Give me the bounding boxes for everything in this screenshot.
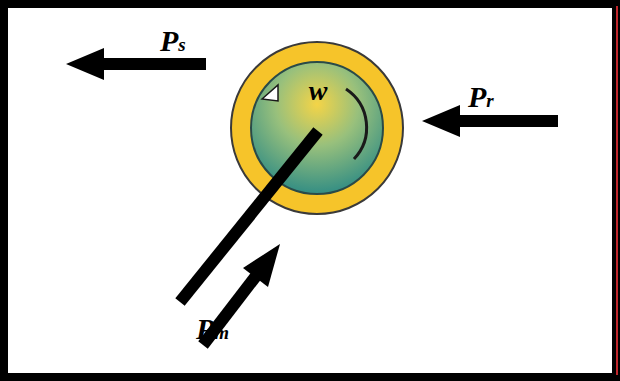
rotor-circle: w (228, 39, 406, 217)
rotor-outline (228, 39, 406, 217)
omega-label: w (309, 77, 328, 105)
power-label: Ps (160, 26, 186, 56)
power-label: Pr (468, 82, 494, 112)
power-label: Pm (196, 314, 229, 344)
